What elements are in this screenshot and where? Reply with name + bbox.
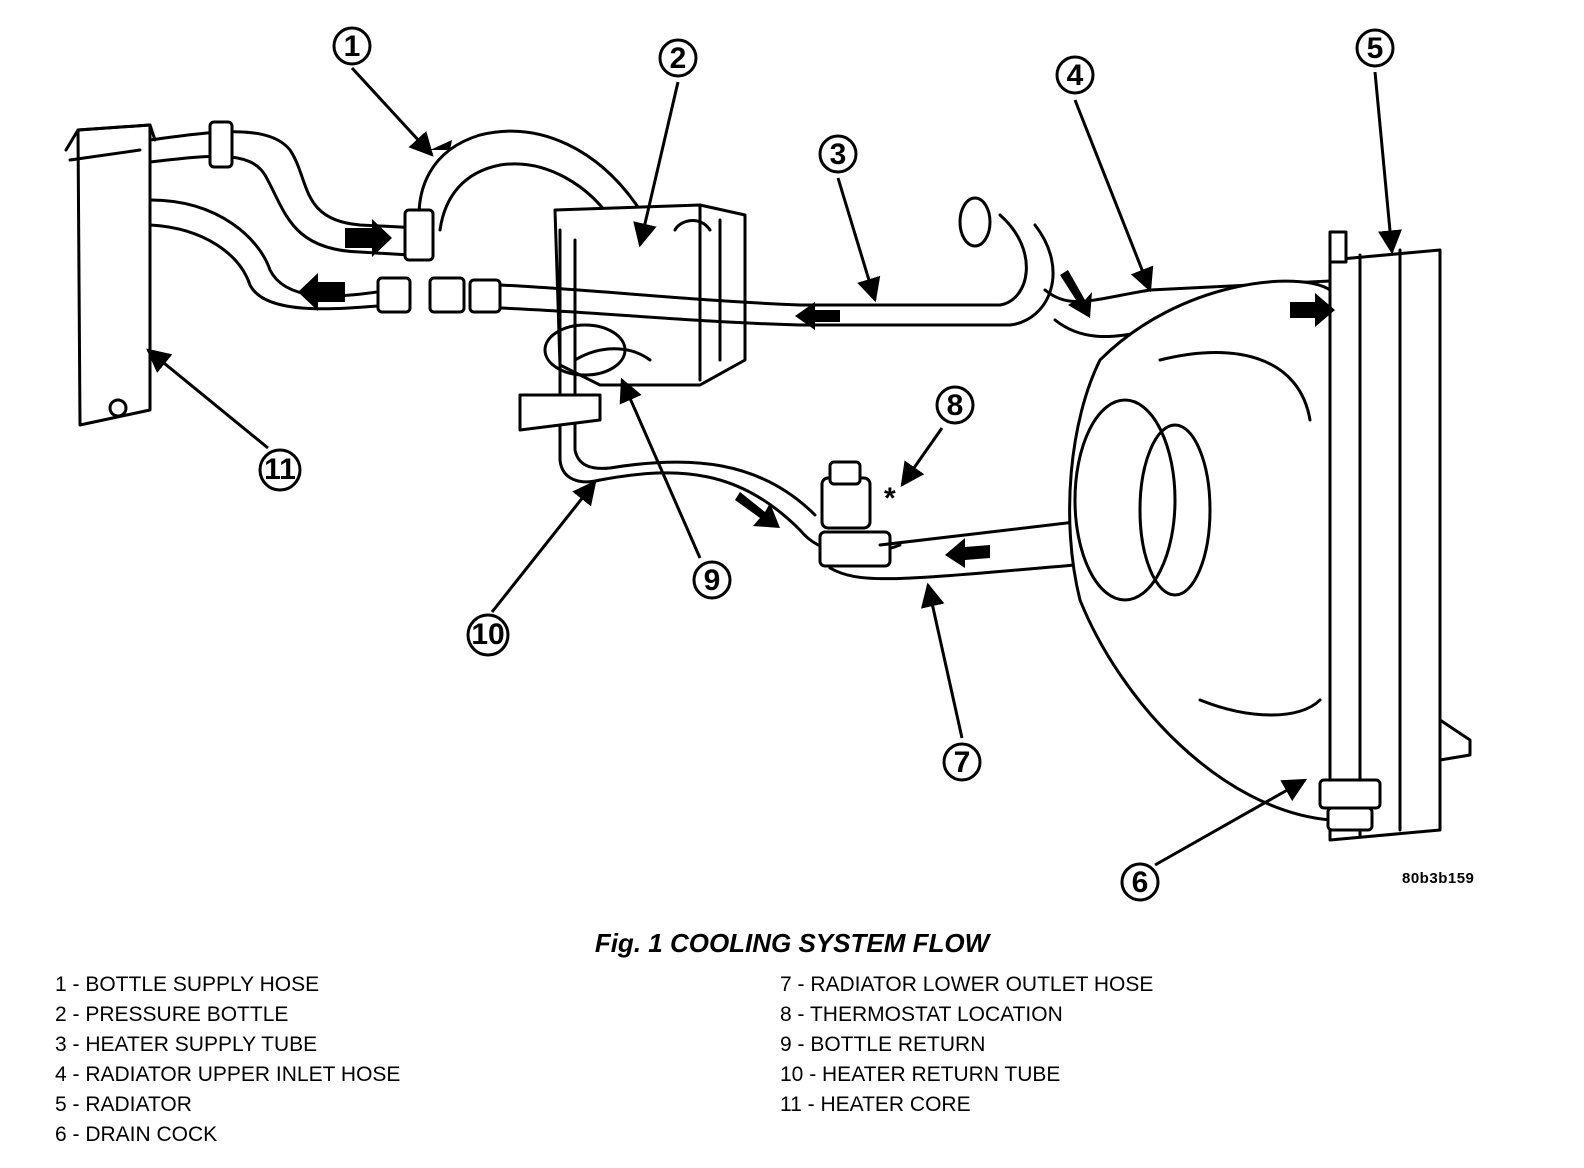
svg-text:1: 1	[344, 30, 361, 63]
svg-text:5: 5	[1367, 32, 1384, 65]
legend-item: 3 - HEATER SUPPLY TUBE	[55, 1033, 318, 1056]
legend-left-column: 1 - BOTTLE SUPPLY HOSE 2 - PRESSURE BOTT…	[55, 970, 400, 1150]
cooling-system-diagram: * 1 2 3 4 5 6 7 8 9 10 11	[64, 26, 1472, 902]
legend-item: 4 - RADIATOR UPPER INLET HOSE	[55, 1063, 401, 1086]
callout-8: 8	[935, 385, 975, 425]
callout-1: 1	[332, 26, 372, 66]
svg-text:9: 9	[704, 564, 721, 597]
heater-return-hose	[148, 198, 502, 314]
callout-11: 11	[258, 448, 302, 492]
figure-reference-id: 80b3b159	[1402, 870, 1475, 887]
legend-right-column: 7 - RADIATOR LOWER OUTLET HOSE 8 - THERM…	[780, 970, 1153, 1120]
callout-6: 6	[1120, 862, 1160, 902]
heater-core	[64, 123, 157, 427]
radiator	[1328, 230, 1472, 842]
callout-9: 9	[692, 560, 732, 600]
legend-item: 8 - THERMOSTAT LOCATION	[780, 1003, 1063, 1026]
bottle-supply-hose	[148, 120, 642, 262]
legend-item: 7 - RADIATOR LOWER OUTLET HOSE	[780, 973, 1154, 996]
svg-text:8: 8	[947, 389, 964, 422]
svg-text:3: 3	[830, 138, 847, 171]
svg-text:4: 4	[1067, 59, 1084, 92]
legend-item: 11 - HEATER CORE	[780, 1093, 971, 1116]
figure-caption: Fig. 1 COOLING SYSTEM FLOW	[594, 928, 990, 958]
legend-item: 6 - DRAIN COCK	[55, 1123, 218, 1146]
svg-text:7: 7	[954, 746, 971, 779]
thermostat-housing	[818, 460, 892, 568]
callout-3: 3	[818, 134, 858, 174]
callout-2: 2	[658, 38, 698, 78]
legend-item: 10 - HEATER RETURN TUBE	[780, 1063, 1061, 1086]
svg-text:11: 11	[264, 453, 296, 486]
legend-item: 2 - PRESSURE BOTTLE	[55, 1003, 289, 1026]
svg-text:2: 2	[670, 42, 687, 75]
drain-cock	[1318, 778, 1382, 832]
callout-4: 4	[1055, 55, 1095, 95]
callout-7: 7	[942, 742, 982, 782]
callout-10: 10	[466, 613, 510, 657]
callout-5: 5	[1355, 28, 1395, 68]
thermostat-marker: *	[884, 482, 896, 515]
flow-arrows	[298, 140, 1335, 568]
heater-supply-tube	[498, 196, 1055, 327]
svg-text:6: 6	[1132, 866, 1149, 899]
legend-item: 9 - BOTTLE RETURN	[780, 1033, 986, 1056]
legend-item: 1 - BOTTLE SUPPLY HOSE	[55, 973, 320, 996]
fan-shroud	[1068, 279, 1332, 822]
radiator-lower-outlet-hose	[828, 520, 1077, 581]
legend-item: 5 - RADIATOR	[55, 1093, 192, 1116]
callout-leaders	[146, 66, 1402, 867]
svg-text:10: 10	[471, 618, 504, 651]
